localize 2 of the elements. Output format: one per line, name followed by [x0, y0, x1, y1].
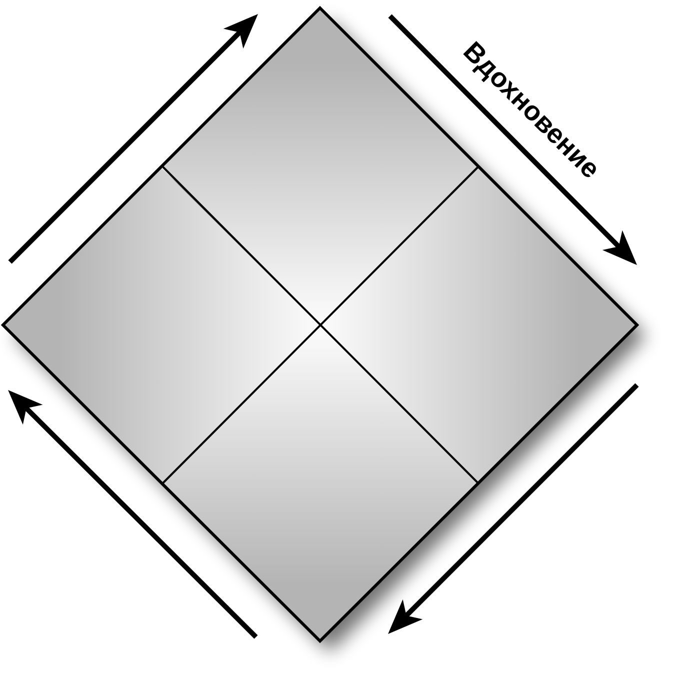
diamond-quadrant [3, 168, 320, 483]
diamond-quadrant [163, 325, 477, 641]
